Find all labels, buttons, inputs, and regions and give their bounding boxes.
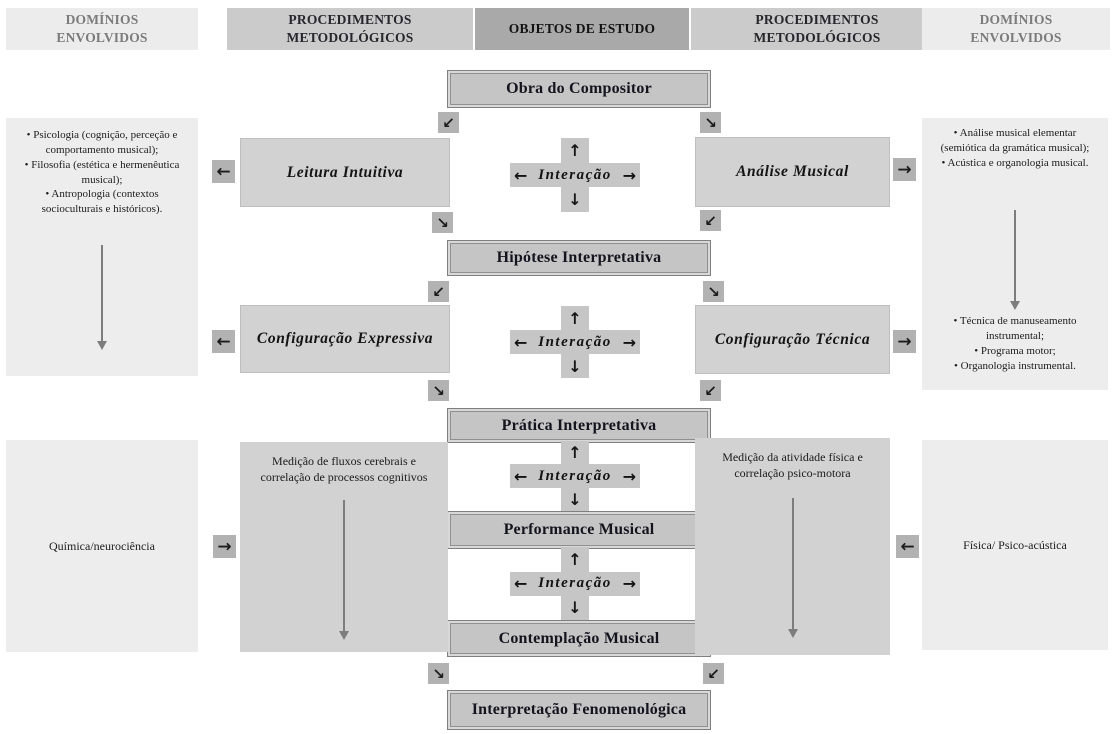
domains-right-bottom-list: Técnica de manuseamento instrumental;Pro… [922, 314, 1108, 373]
down-right-arrow-icon: ↘ [428, 380, 449, 401]
left-arrow-icon: ← [514, 332, 528, 352]
interaction-label: Interação [538, 467, 612, 484]
down-right-arrow-icon: ↘ [703, 281, 724, 302]
left-arrow-icon: ← [212, 160, 235, 183]
down-arrow-icon [96, 245, 108, 350]
down-arrow-icon [338, 500, 350, 640]
box-leitura-intuitiva: Leitura Intuitiva [240, 138, 450, 207]
up-arrow-icon: ↑ [561, 547, 589, 572]
list-item: Psicologia (cognição, perceção e comport… [14, 128, 190, 158]
right-arrow-icon: → [622, 165, 636, 185]
interaction-bar: ← Interação → [510, 330, 640, 354]
down-arrow-icon: ↓ [561, 595, 589, 620]
box-domains-right: Análise musical elementar (semiótica da … [922, 118, 1108, 390]
interaction-bar: ← Interação → [510, 464, 640, 488]
interaction-label: Interação [538, 166, 612, 183]
left-arrow-icon: ← [212, 330, 235, 353]
down-arrow-icon [1009, 210, 1021, 310]
medicao-cerebral-text: Medição de fluxos cerebrais e correlação… [260, 454, 428, 484]
up-arrow-icon: ↑ [561, 138, 589, 163]
box-medicao-fisica: Medição da atividade física e correlação… [695, 438, 890, 655]
interaction-cluster-3: ↑ ← Interação → ↓ [510, 441, 640, 511]
down-left-arrow-icon: ↙ [700, 380, 721, 401]
arrow-shaft [1014, 210, 1016, 302]
list-item: Organologia instrumental. [930, 359, 1100, 374]
arrow-shaft [343, 500, 345, 632]
list-item: Técnica de manuseamento instrumental; [930, 314, 1100, 344]
right-arrow-icon: → [622, 466, 636, 486]
interaction-cluster-2: ↑ ← Interação → ↓ [510, 306, 640, 378]
down-left-arrow-icon: ↙ [703, 663, 724, 684]
box-configuracao-expressiva: Configuração Expressiva [240, 305, 450, 373]
arrow-head [339, 631, 349, 640]
left-arrow-icon: ← [514, 165, 528, 185]
arrow-shaft [101, 245, 103, 342]
interaction-label: Interação [538, 333, 612, 350]
list-item: Acústica e organologia musical. [930, 156, 1100, 171]
list-item: Análise musical elementar (semiótica da … [930, 126, 1100, 156]
down-left-arrow-icon: ↙ [438, 112, 459, 133]
down-arrow-icon: ↓ [561, 354, 589, 378]
down-left-arrow-icon: ↙ [700, 210, 721, 231]
down-left-arrow-icon: ↙ [428, 281, 449, 302]
box-domains-left-top: Psicologia (cognição, perceção e comport… [6, 118, 198, 376]
down-right-arrow-icon: ↘ [428, 663, 449, 684]
down-right-arrow-icon: ↘ [700, 112, 721, 133]
left-arrow-icon: ← [514, 574, 528, 593]
list-item: Filosofia (estética e hermenêutica music… [14, 158, 190, 188]
medicao-fisica-text: Medição da atividade física e correlação… [722, 450, 863, 480]
right-arrow-icon: → [893, 158, 916, 181]
up-arrow-icon: ↑ [561, 441, 589, 464]
arrow-head [1010, 301, 1020, 310]
box-obra-do-compositor: Obra do Compositor [447, 70, 711, 108]
interaction-bar: ← Interação → [510, 163, 640, 187]
interaction-label: Interação [538, 575, 612, 591]
down-arrow-icon: ↓ [561, 187, 589, 212]
box-performance-musical: Performance Musical [447, 511, 711, 549]
header-procedures-right: PROCEDIMENTOS METODOLÓGICOS [691, 8, 943, 50]
right-arrow-icon: → [893, 330, 916, 353]
right-arrow-icon: → [622, 332, 636, 352]
arrow-head [97, 341, 107, 350]
header-domains-left: DOMÍNIOS ENVOLVIDOS [6, 8, 198, 50]
fisica-text: Física/ Psico-acústica [963, 537, 1067, 552]
quimica-text: Química/neurociência [49, 538, 155, 553]
left-arrow-icon: ← [896, 535, 919, 558]
down-right-arrow-icon: ↘ [432, 212, 453, 233]
header-domains-right: DOMÍNIOS ENVOLVIDOS [922, 8, 1110, 50]
right-arrow-icon: → [213, 535, 236, 558]
box-domain-quimica: Química/neurociência [6, 440, 198, 652]
interaction-cluster-4: ↑ ← Interação → ↓ [510, 547, 640, 620]
box-contemplacao-musical: Contemplação Musical [447, 620, 711, 657]
down-arrow-icon [787, 498, 799, 638]
box-analise-musical: Análise Musical [695, 137, 890, 207]
domains-right-top-list: Análise musical elementar (semiótica da … [922, 118, 1108, 171]
domains-left-list: Psicologia (cognição, perceção e comport… [6, 118, 198, 217]
interaction-bar: ← Interação → [510, 571, 640, 596]
up-arrow-icon: ↑ [561, 306, 589, 330]
arrow-shaft [791, 498, 794, 630]
right-arrow-icon: → [622, 574, 636, 593]
list-item: Antropologia (contextos socioculturais e… [14, 187, 190, 217]
box-medicao-cerebral: Medição de fluxos cerebrais e correlação… [240, 442, 448, 652]
box-configuracao-tecnica: Configuração Técnica [695, 305, 890, 374]
down-arrow-icon: ↓ [561, 488, 589, 511]
list-item: Programa motor; [930, 344, 1100, 359]
interaction-cluster-1: ↑ ← Interação → ↓ [510, 138, 640, 212]
box-domain-fisica: Física/ Psico-acústica [922, 440, 1108, 650]
left-arrow-icon: ← [514, 466, 528, 486]
header-objects: OBJETOS DE ESTUDO [475, 8, 689, 50]
box-hipotese-interpretativa: Hipótese Interpretativa [447, 240, 711, 276]
box-pratica-interpretativa: Prática Interpretativa [447, 408, 711, 443]
arrow-head [787, 629, 798, 638]
box-interpretacao-fenomenologica: Interpretação Fenomenológica [447, 690, 711, 730]
header-procedures-left: PROCEDIMENTOS METODOLÓGICOS [227, 8, 473, 50]
